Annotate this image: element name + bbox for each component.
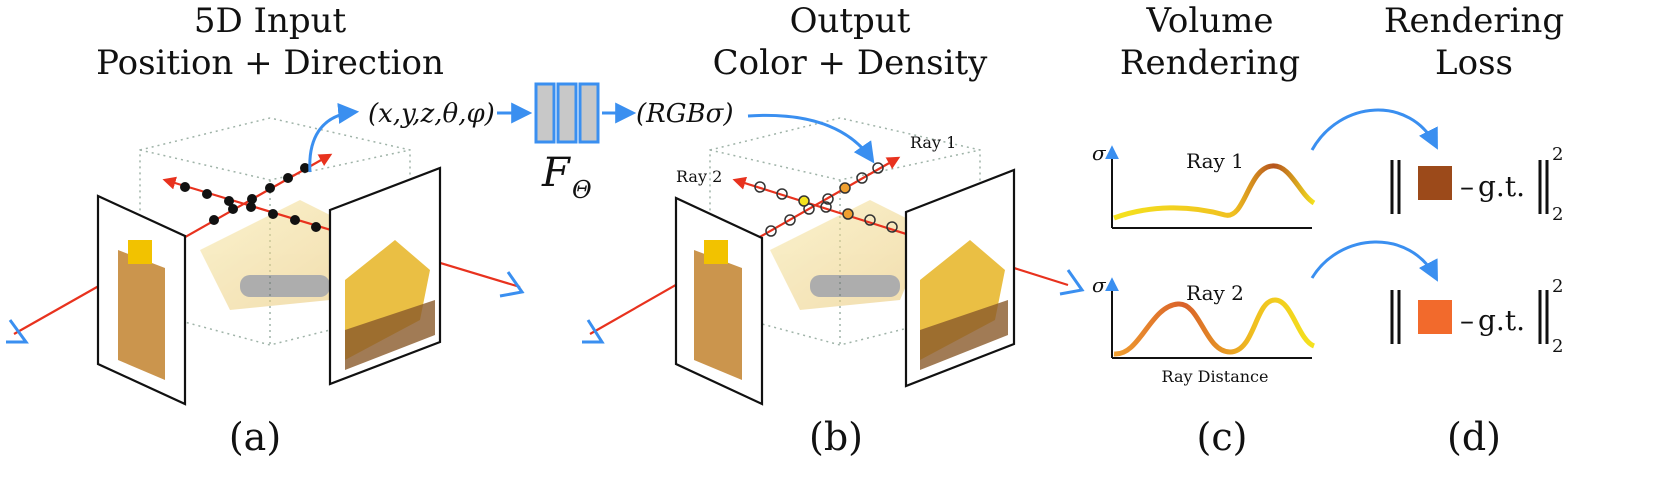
panel-b-title-line2: Color + Density (713, 43, 988, 83)
mlp-icon (534, 82, 600, 144)
output-arrow (747, 113, 875, 164)
ray-1-label: Ray 1 (910, 133, 956, 152)
norm-superscript-bottom: 2 (1552, 276, 1563, 297)
image-plane-right (328, 166, 442, 386)
plot-ray-2: σ Ray 2 Ray Distance (1092, 273, 1316, 386)
network-output-text: (RGBσ) (636, 99, 734, 129)
panel-d: Rendering Loss – g.t. 2 2 – g.t. 2 2 (1310, 1, 1564, 459)
panel-c: Volume Rendering σ Ray 1 σ Ray 2 Ray Dis… (1092, 1, 1316, 459)
camera-icon-left-b (582, 319, 605, 344)
input-arrow (308, 102, 360, 173)
loss-term-top: – g.t. 2 2 (1390, 144, 1563, 225)
panel-b-label: (b) (809, 415, 863, 459)
plot-x-axis-label: Ray Distance (1162, 367, 1269, 386)
panel-a: 5D Input Position + Direction (6, 1, 525, 459)
camera-icon-left (6, 319, 29, 344)
image-plane-left (96, 194, 187, 406)
rendered-color-swatch-top (1418, 166, 1452, 200)
norm-subscript-bottom: 2 (1552, 336, 1563, 357)
scene-object-b (770, 200, 930, 310)
panel-a-label: (a) (229, 415, 281, 459)
panel-c-label: (c) (1197, 415, 1248, 459)
image-plane-left-b (674, 196, 764, 406)
plot-2-title: Ray 2 (1186, 281, 1244, 305)
camera-icon-right-b (1059, 269, 1085, 296)
norm-subscript-top: 2 (1552, 204, 1563, 225)
norm-superscript-top: 2 (1552, 144, 1563, 165)
network-function-letter: F (541, 150, 571, 196)
network-function-sub: Θ (572, 176, 592, 204)
camera-icon-right (499, 271, 525, 298)
gt-label-top: g.t. (1478, 170, 1525, 203)
panel-c-title-line1: Volume (1145, 1, 1273, 41)
scene-bounding-box (139, 117, 411, 346)
sample-points-b (754, 162, 898, 237)
image-plane-right-b (904, 168, 1016, 388)
scene-bounding-box-b (709, 117, 981, 346)
panel-a-title-line1: 5D Input (194, 1, 347, 41)
loss-minus-top: – (1460, 170, 1474, 203)
gt-label-bottom: g.t. (1478, 304, 1525, 337)
loss-arrow-bottom (1310, 240, 1438, 282)
panel-a-title-line2: Position + Direction (96, 43, 444, 83)
sample-points-a (180, 163, 321, 232)
loss-term-bottom: – g.t. 2 2 (1390, 276, 1563, 357)
plot-2-y-label: σ (1092, 273, 1107, 297)
plot-1-title: Ray 1 (1186, 149, 1244, 173)
plot-2-density-curve (1113, 297, 1316, 357)
network-input-text: (x,y,z,θ,φ) (368, 99, 495, 129)
panel-c-title-line2: Rendering (1120, 43, 1300, 83)
panel-b-title-line1: Output (790, 1, 911, 41)
loss-minus-bottom: – (1460, 304, 1474, 337)
plot-1-y-label: σ (1092, 141, 1107, 165)
network-block: (x,y,z,θ,φ) F Θ (RGBσ) (368, 82, 734, 204)
plot-1-density-curve (1113, 163, 1316, 221)
loss-arrow-top (1310, 108, 1438, 151)
panel-d-title-line2: Loss (1435, 43, 1513, 83)
ray-2-label: Ray 2 (676, 167, 722, 186)
panel-d-label: (d) (1447, 415, 1501, 459)
panel-b: Output Color + Density Ray 1 Ray 2 (582, 1, 1085, 459)
panel-d-title-line1: Rendering (1384, 1, 1564, 41)
plot-ray-1: σ Ray 1 (1092, 141, 1316, 229)
rendered-color-swatch-bottom (1418, 300, 1452, 334)
